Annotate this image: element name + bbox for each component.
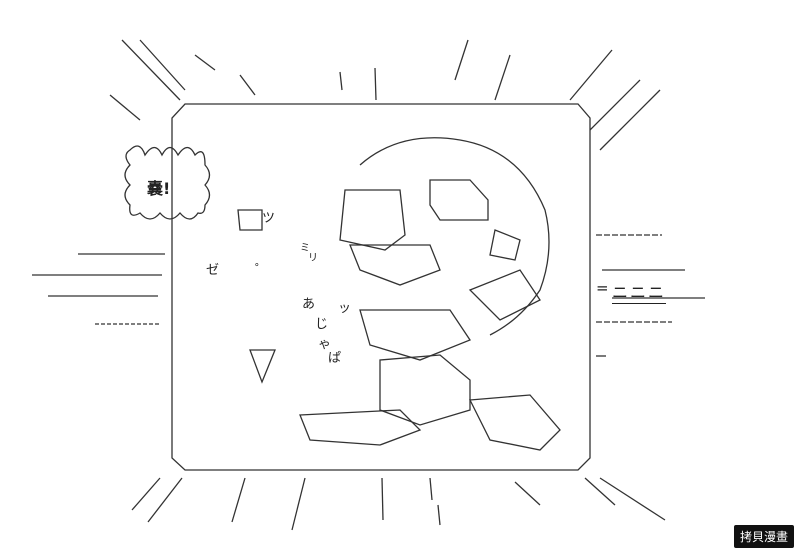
sfx-mi: ミ	[300, 243, 310, 254]
sfx-ze: ゼ	[206, 263, 220, 278]
sfx-tsu: ッ	[338, 301, 352, 316]
starburst-text: 嚢!	[147, 179, 171, 198]
sfx-ya: ゃ	[318, 337, 332, 352]
watermark: 拷貝漫畫	[733, 525, 794, 548]
sfx-a: あ	[302, 297, 316, 312]
equals-sign: =	[596, 279, 609, 297]
sfx-ri: リ	[308, 253, 318, 264]
sfx-tsu2: ツ	[262, 211, 276, 226]
side-text: ニニニ	[612, 279, 667, 304]
sfx-ji: じ	[315, 317, 329, 332]
sfx-pa: ぱ	[328, 351, 342, 366]
sfx-ma: ゜	[255, 263, 269, 278]
